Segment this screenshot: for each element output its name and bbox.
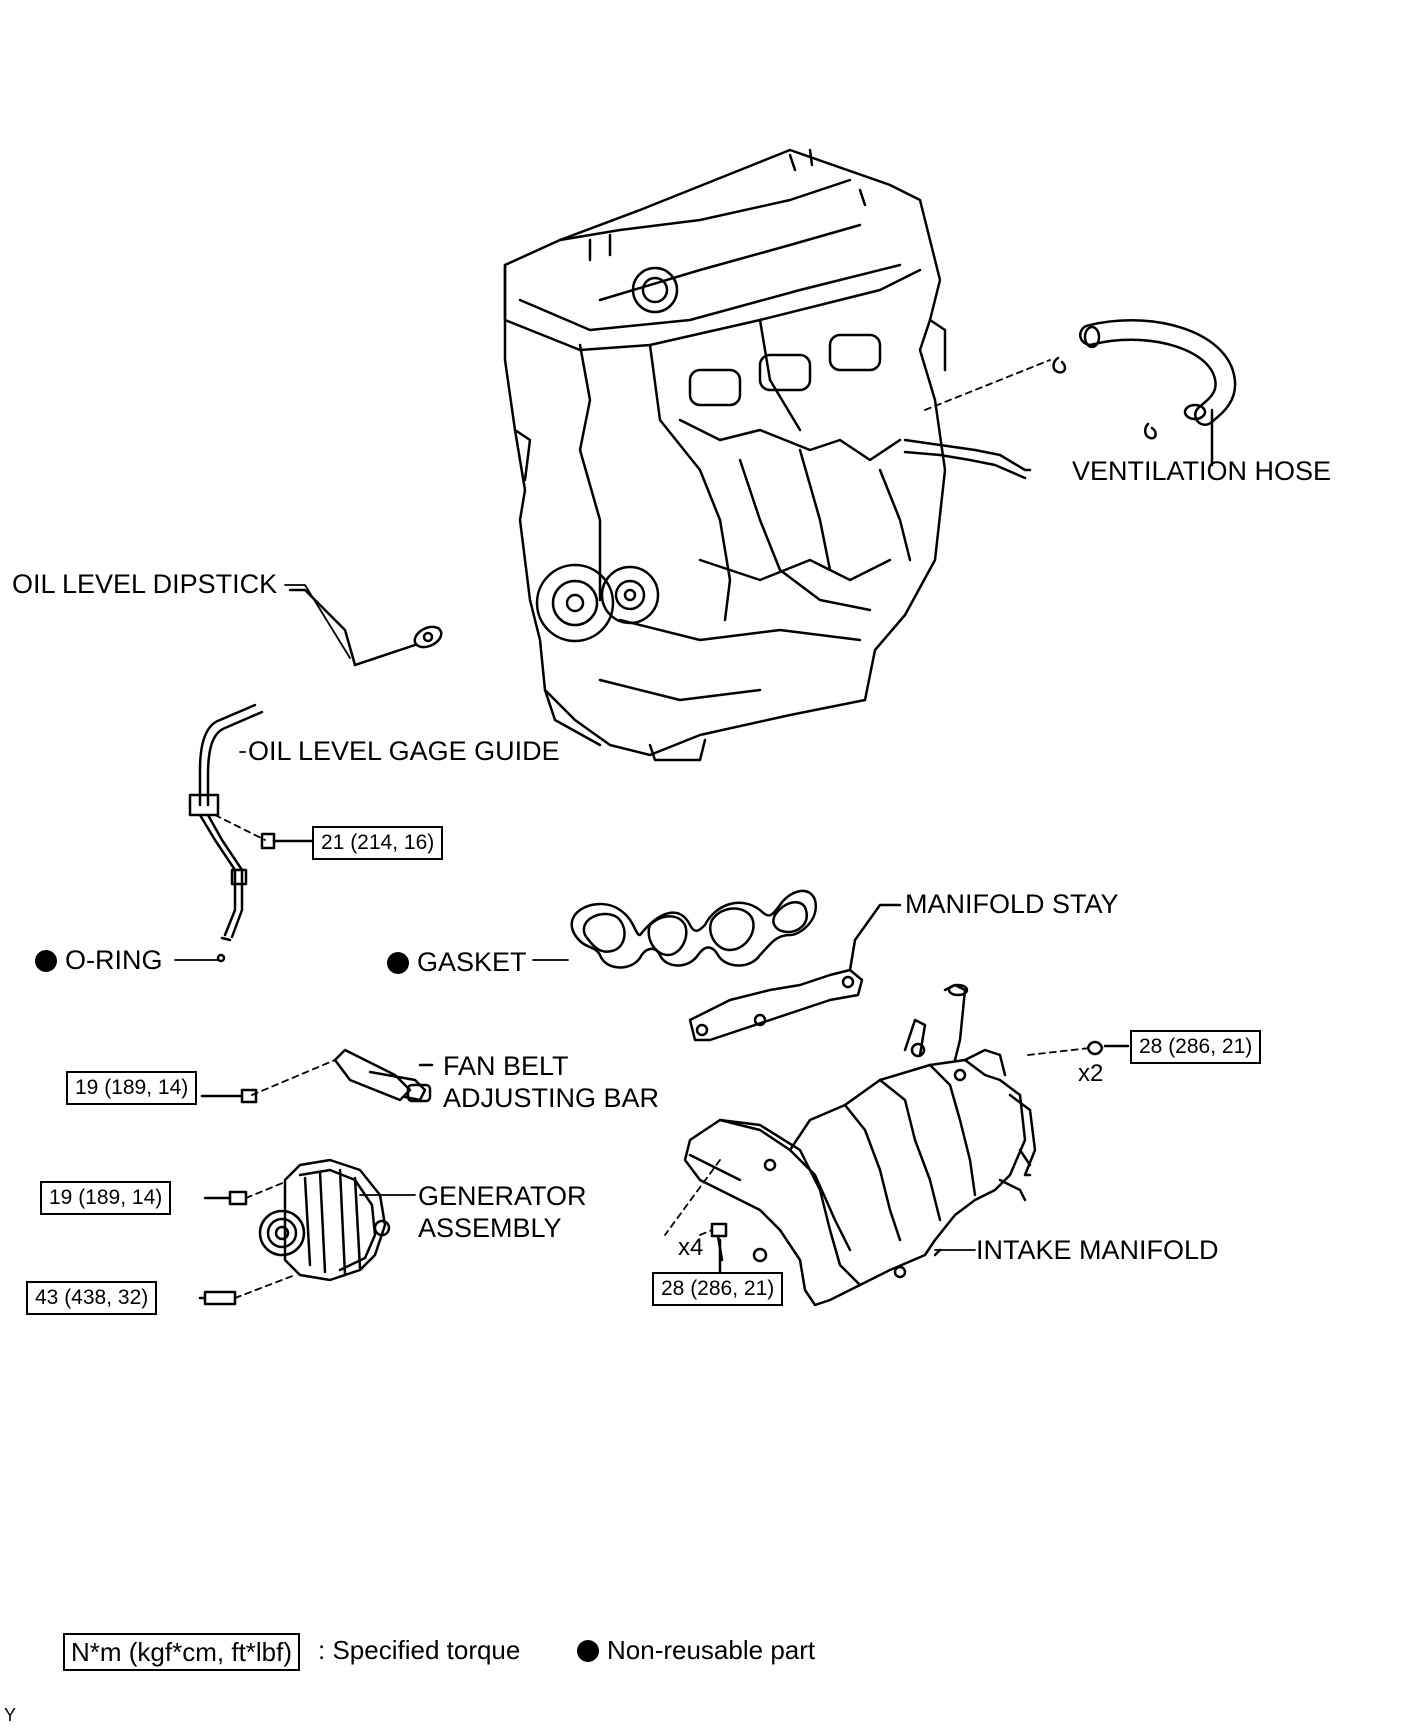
legend-torque-text: : Specified torque — [318, 1635, 521, 1665]
torque-generator-bolt-lower: 43 (438, 32) — [26, 1281, 158, 1315]
legend-non-reusable: Non-reusable part — [577, 1634, 815, 1666]
label-generator-line2: ASSEMBLY — [418, 1213, 562, 1243]
manifold-stay — [688, 903, 902, 1042]
corner-mark: Y — [4, 1705, 17, 1725]
torque-fan-belt-bolt: 19 (189, 14) — [66, 1071, 198, 1105]
engine-block — [503, 148, 1032, 762]
non-reusable-icon — [35, 950, 57, 972]
oil-level-dipstick — [288, 588, 443, 667]
qty-manifold-nut: x2 — [1078, 1060, 1104, 1087]
label-o-ring: O-RING — [35, 944, 163, 976]
label-generator-line1: GENERATOR — [418, 1181, 587, 1211]
generator-assembly — [198, 1158, 416, 1306]
label-fan-belt-line1: FAN BELT — [443, 1051, 569, 1081]
label-oil-level-dipstick: OIL LEVEL DIPSTICK — [12, 569, 278, 599]
torque-generator-bolt-upper: 19 (189, 14) — [40, 1181, 172, 1215]
non-reusable-icon — [387, 952, 409, 974]
label-intake-manifold: INTAKE MANIFOLD — [976, 1235, 1219, 1265]
non-reusable-icon — [577, 1640, 599, 1662]
oil-level-gage-guide — [188, 703, 314, 963]
intake-manifold — [664, 983, 1130, 1307]
torque-gage-guide-bolt: 21 (214, 16) — [312, 826, 444, 860]
gasket — [532, 889, 818, 969]
torque-manifold-bolt: 28 (286, 21) — [652, 1272, 784, 1306]
dipstick-leader — [284, 584, 351, 659]
label-oil-level-gage-guide: OIL LEVEL GAGE GUIDE — [248, 736, 560, 766]
legend-torque-unit-box: N*m (kgf*cm, ft*lbf) — [63, 1633, 301, 1671]
label-fan-belt-line2: ADJUSTING BAR — [443, 1083, 660, 1113]
fan-belt-adjusting-bar — [200, 1048, 434, 1104]
label-gasket: GASKET — [387, 946, 527, 978]
label-ventilation-hose: VENTILATION HOSE — [1072, 456, 1332, 486]
label-manifold-stay: MANIFOLD STAY — [905, 889, 1119, 919]
ventilation-hose — [924, 319, 1237, 467]
torque-manifold-nut: 28 (286, 21) — [1130, 1030, 1262, 1064]
qty-manifold-bolt: x4 — [678, 1234, 704, 1261]
